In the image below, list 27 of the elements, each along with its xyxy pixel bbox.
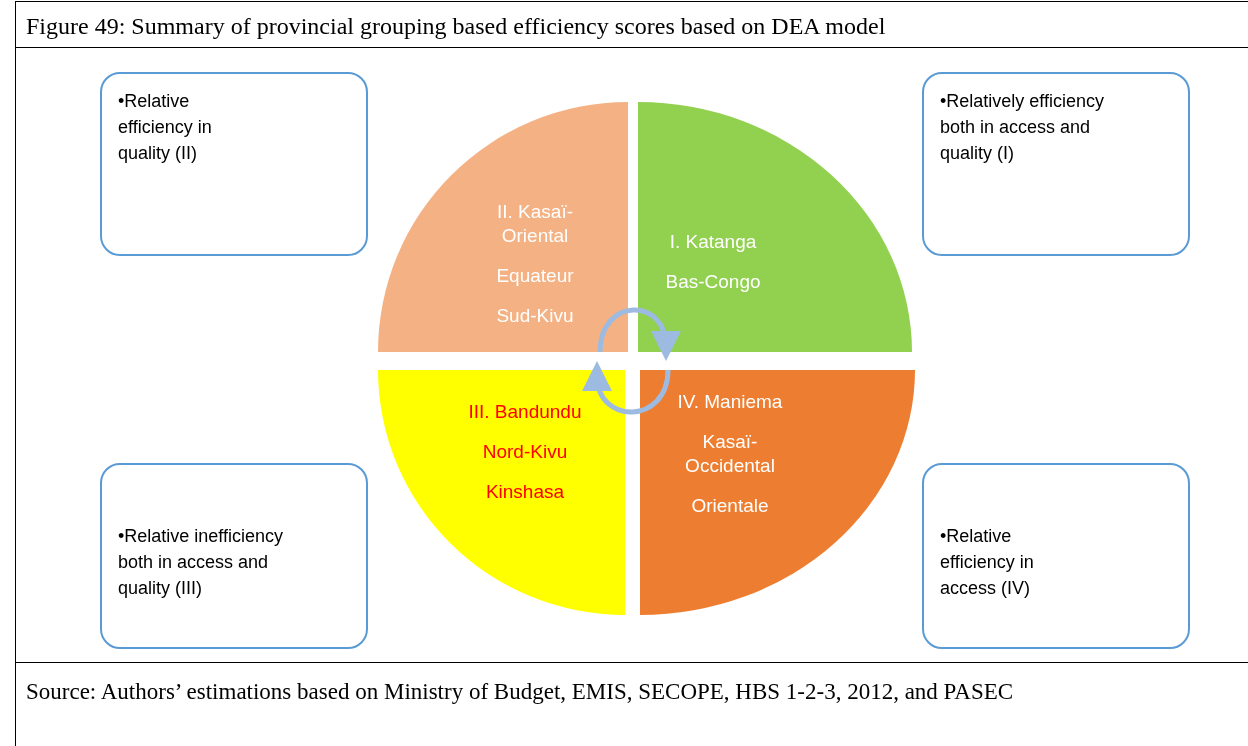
note-text: •Relative inefficiency both in access and quality (III)	[118, 525, 285, 600]
note-text: •Relative efficiency in quality (II)	[118, 90, 213, 165]
note-box	[100, 72, 368, 256]
figure-title: Figure 49: Summary of provincial grouping based efficiency scores based on DEA model	[26, 13, 886, 40]
province-label: Kinshasa	[485, 480, 565, 504]
province-label: I. Katanga	[669, 230, 757, 254]
province-label: II. Kasaï-Oriental	[496, 200, 574, 248]
quadrant-sector	[640, 370, 915, 615]
source-note: Source: Authors’ estimations based on Ministry of Budget, EMIS, SECOPE, HBS 1-2-3, 2012, and PASEC	[26, 678, 1015, 706]
note-text: •Relatively efficiency both in access and quality (I)	[940, 90, 1106, 165]
province-label: Sud-Kivu	[496, 304, 574, 328]
cycle-arrow	[597, 307, 680, 361]
note-box	[100, 463, 368, 649]
cycle-arrow	[583, 361, 671, 415]
note-box	[922, 463, 1190, 649]
quadrant-sector	[378, 102, 628, 352]
quadrant-sector	[378, 370, 625, 615]
province-label: Equateur	[496, 264, 574, 288]
province-label: III. Bandundu	[468, 400, 582, 424]
province-label: Bas-Congo	[665, 270, 761, 294]
quadrant-sector	[638, 102, 912, 352]
note-text: •Relative efficiency in access (IV)	[940, 525, 1035, 600]
province-label: Kasaï-Occidental	[684, 430, 776, 478]
province-label: Orientale	[691, 494, 769, 518]
province-label: IV. Maniema	[677, 390, 783, 414]
province-label: Nord-Kivu	[482, 440, 568, 464]
note-box	[922, 72, 1190, 256]
